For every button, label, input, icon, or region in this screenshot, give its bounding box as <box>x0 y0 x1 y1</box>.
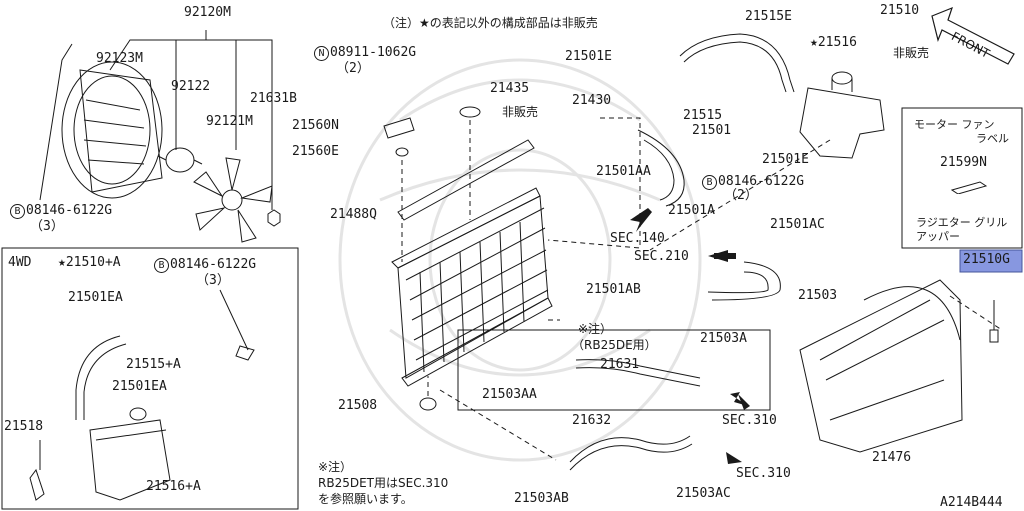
circle-b-icon: B <box>702 175 717 190</box>
label-box-frame <box>901 107 1023 249</box>
label-sec210: SEC.210 <box>634 249 689 264</box>
label-21515e: 21515E <box>745 9 792 24</box>
label-21632: 21632 <box>572 413 612 428</box>
footnote-3: を参照願います。 <box>318 492 413 506</box>
label-92122: 92122 <box>171 79 211 94</box>
reservoir-hose <box>679 33 795 93</box>
inset-title: 4WD <box>8 255 32 270</box>
label-inset-bolt-qty: （3） <box>196 273 230 288</box>
label-21508: 21508 <box>338 398 378 413</box>
header-note: （注）★の表記以外の構成部品は非販売 <box>383 16 598 30</box>
label-sec310-b: SEC.310 <box>736 466 791 481</box>
label-sticker-icon <box>950 181 988 194</box>
label-box-sub-1: ラジエター グリル <box>916 216 1008 229</box>
label-box-title-1: モーター ファン <box>914 118 995 131</box>
label-hi-hanbai-cap: 非販売 <box>502 105 539 119</box>
label-bolt-tank-qty: （2） <box>724 188 758 203</box>
label-21501e-top: 21501E <box>565 49 612 64</box>
label-rb25de: （RB25DE用） <box>572 338 657 352</box>
footnote-2: RB25DET用はSEC.310 <box>318 476 449 490</box>
inset-4wd-frame <box>1 247 299 510</box>
fan-shroud <box>61 61 163 199</box>
label-92120m: 92120M <box>184 5 231 20</box>
circle-n-icon: N <box>314 46 329 61</box>
lower-hose <box>707 261 781 301</box>
label-21501: 21501 <box>692 123 732 138</box>
label-21501e-mid: 21501E <box>762 152 809 167</box>
label-box-title-2: ラベル <box>976 132 1009 145</box>
label-21503ac: 21503AC <box>676 486 731 501</box>
label-sec140: SEC.140 <box>610 231 665 246</box>
label-21510g: 21510G <box>963 252 1010 267</box>
circle-b-icon: B <box>10 204 25 219</box>
reservoir-tank <box>799 71 885 159</box>
label-21501a: 21501A <box>668 203 715 218</box>
label-21501ac: 21501AC <box>770 217 825 232</box>
label-21501ea-2: 21501EA <box>112 379 167 394</box>
label-nut-qty: （2） <box>336 61 370 76</box>
label-21560e: 21560E <box>292 144 339 159</box>
label-box-sub-2: アッパー <box>916 230 960 243</box>
label-21503aa: 21503AA <box>482 387 537 402</box>
label-21503ab: 21503AB <box>514 491 569 506</box>
label-21476: 21476 <box>872 450 912 465</box>
upper-hose <box>637 129 685 207</box>
label-sec310-a: SEC.310 <box>722 413 777 428</box>
label-21435: 21435 <box>490 81 530 96</box>
label-21516a: 21516+A <box>146 479 201 494</box>
radiator-core <box>391 187 553 387</box>
inset-tank <box>89 407 171 501</box>
front-arrow <box>931 6 1015 65</box>
radiator-shroud <box>799 279 963 453</box>
label-21501ea-1: 21501EA <box>68 290 123 305</box>
label-bolt-fan-qty: （3） <box>30 219 64 234</box>
fan-blades <box>193 157 273 243</box>
label-21501ab: 21501AB <box>586 282 641 297</box>
label-21503: 21503 <box>798 288 838 303</box>
label-92121m: 92121M <box>206 114 253 129</box>
label-21518: 21518 <box>4 419 44 434</box>
seal-21488q <box>397 139 535 221</box>
footnote-1: ※注） <box>318 460 353 474</box>
label-21510: 21510 <box>880 3 920 18</box>
nut-21631b <box>267 209 281 227</box>
label-21510a: ★21510+A <box>58 255 121 270</box>
watermark-emblem <box>338 58 702 462</box>
sec-arrows <box>630 208 750 464</box>
label-21488q: 21488Q <box>330 207 377 222</box>
label-21560n: 21560N <box>292 118 339 133</box>
label-21599n: 21599N <box>940 155 987 170</box>
label-21430: 21430 <box>572 93 612 108</box>
label-21515: 21515 <box>683 108 723 123</box>
highlight-21510g <box>959 249 1023 273</box>
figure-code: A214B444 <box>940 495 1003 510</box>
label-92123m: 92123M <box>96 51 143 66</box>
circle-b-icon: B <box>154 258 169 273</box>
label-21501aa: 21501AA <box>596 164 651 179</box>
label-hi-hanbai-tank: 非販売 <box>893 46 930 60</box>
label-21631b: 21631B <box>250 91 297 106</box>
label-21516-star: ★21516 <box>810 35 857 50</box>
label-21503a: 21503A <box>700 331 747 346</box>
label-note-rb25de: ※注） <box>578 322 613 336</box>
label-21631: 21631 <box>600 357 640 372</box>
fan-motor <box>157 147 203 173</box>
label-21515a: 21515+A <box>126 357 181 372</box>
inset-hose <box>75 335 127 420</box>
